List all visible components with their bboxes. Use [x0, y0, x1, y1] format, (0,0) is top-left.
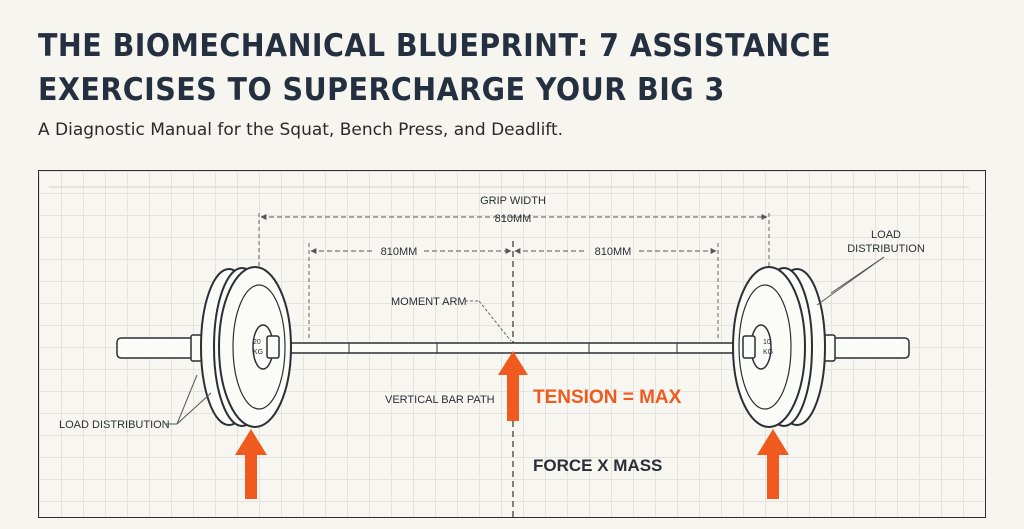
center-force-arrow — [498, 351, 528, 421]
title-line-1: THE BIOMECHANICAL BLUEPRINT: 7 ASSISTANC… — [38, 28, 832, 64]
right-force-arrow — [757, 429, 789, 499]
left-sleeve — [116, 337, 198, 359]
moment-arm-label: MOMENT ARM — [391, 296, 467, 308]
right-span-value: 810MM — [595, 246, 632, 258]
right-sleeve — [828, 337, 910, 359]
title-line-2: EXERCISES TO SUPERCHARGE YOUR BIG 3 — [38, 72, 725, 108]
load-distribution-right-label-line-1: LOAD — [871, 229, 901, 241]
right-plate-number: 10 — [763, 339, 771, 346]
page-subtitle: A Diagnostic Manual for the Squat, Bench… — [38, 120, 564, 140]
right-plate-unit: KG — [763, 349, 773, 356]
left-weight-plates: 20 KG — [200, 266, 292, 428]
barbell-diagram: GRIP WIDTH 810MM 810MM 810MM MOMENT ARM — [49, 186, 969, 517]
load-distribution-left-label: LOAD DISTRIBUTION — [59, 419, 170, 431]
page-title: THE BIOMECHANICAL BLUEPRINT: 7 ASSISTANC… — [38, 24, 921, 112]
force-label: FORCE X MASS — [533, 456, 662, 475]
left-force-arrow — [235, 429, 267, 499]
right-weight-plates: 10 KG — [732, 266, 826, 428]
load-leader-right — [816, 256, 885, 306]
load-leader-left — [176, 392, 212, 425]
left-plate-number: 20 — [253, 339, 261, 346]
load-leader-left — [176, 374, 198, 425]
grip-width-label: GRIP WIDTH — [480, 195, 546, 207]
grip-width-value: 810MM — [495, 213, 532, 225]
moment-arm-leader-b — [478, 300, 512, 342]
load-distribution-right-label-line-2: DISTRIBUTION — [847, 243, 925, 255]
tension-label: TENSION = MAX — [533, 387, 682, 408]
left-plate-unit: KG — [253, 349, 263, 356]
barbell-diagram-panel: GRIP WIDTH 810MM 810MM 810MM MOMENT ARM — [38, 170, 986, 518]
left-span-value: 810MM — [381, 246, 418, 258]
vertical-bar-path-label: VERTICAL BAR PATH — [385, 394, 495, 406]
